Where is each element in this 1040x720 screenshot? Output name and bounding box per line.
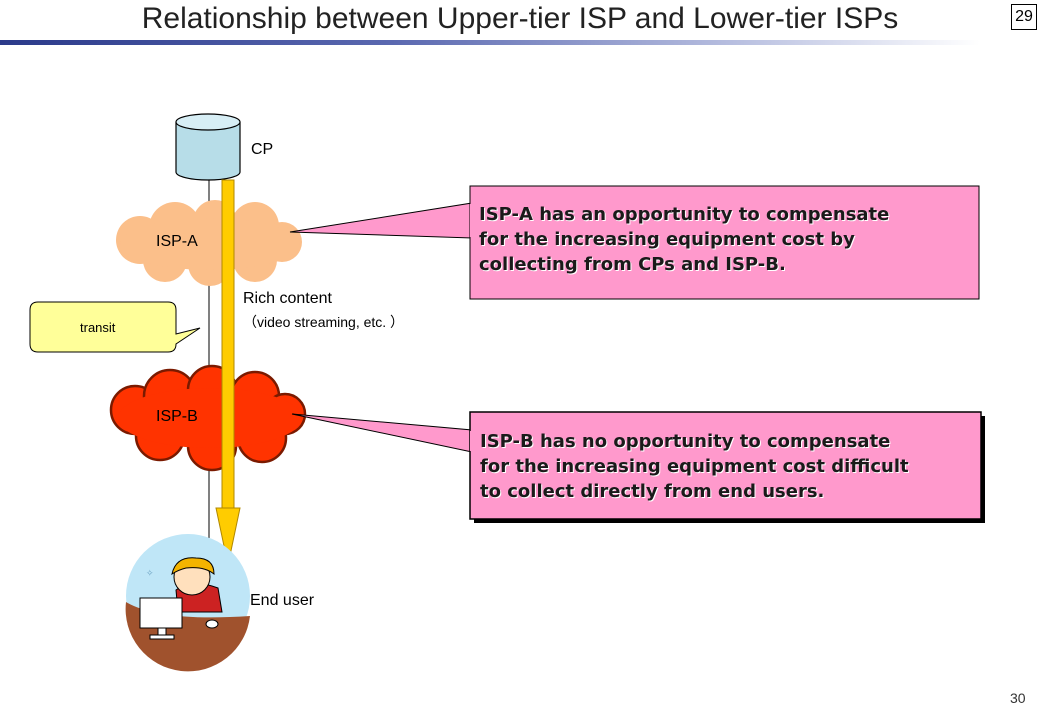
callout-line: collecting from CPs and ISP-B. (479, 254, 786, 275)
cp-label: CP (251, 141, 274, 158)
callout-line: ISP-A has an opportunity to compensate (479, 204, 890, 225)
transit-label: transit (80, 320, 116, 335)
rich-content-sublabel: （video streaming, etc. ） (243, 314, 405, 330)
end-user-label: End user (250, 592, 315, 609)
callout-line: for the increasing equipment cost by (479, 229, 855, 250)
isp-b-callout-text: ISP-B has no opportunity to compensate f… (480, 429, 909, 504)
isp-a-cloud (116, 200, 302, 286)
callout-line: to collect directly from end users. (480, 481, 825, 502)
cp-server-icon (175, 113, 241, 181)
isp-b-callout-box (469, 411, 982, 520)
rich-content-label: Rich content (243, 290, 332, 307)
isp-a-label: ISP-A (156, 233, 198, 250)
isp-a-callout-pointer (289, 202, 473, 239)
isp-a-callout-text: ISP-A has an opportunity to compensate f… (479, 202, 889, 277)
page-number: 30 (1010, 690, 1026, 706)
callout-line: for the increasing equipment cost diffic… (480, 456, 909, 477)
page-title: Relationship between Upper-tier ISP and … (141, 2, 899, 35)
slide-number-box: 29 (1011, 4, 1037, 30)
isp-b-callout-pointer (291, 413, 473, 453)
isp-a-callout-box (469, 185, 980, 300)
rich-content-arrow (215, 179, 241, 566)
transit-callout-shape (29, 301, 201, 353)
callout-line: ISP-B has no opportunity to compensate (480, 431, 891, 452)
title-underline (0, 40, 980, 45)
svg-text:✧: ✧ (146, 569, 154, 579)
end-user-icon: ✧ (125, 534, 250, 672)
isp-b-label: ISP-B (156, 408, 198, 425)
isp-b-cloud (109, 364, 307, 472)
